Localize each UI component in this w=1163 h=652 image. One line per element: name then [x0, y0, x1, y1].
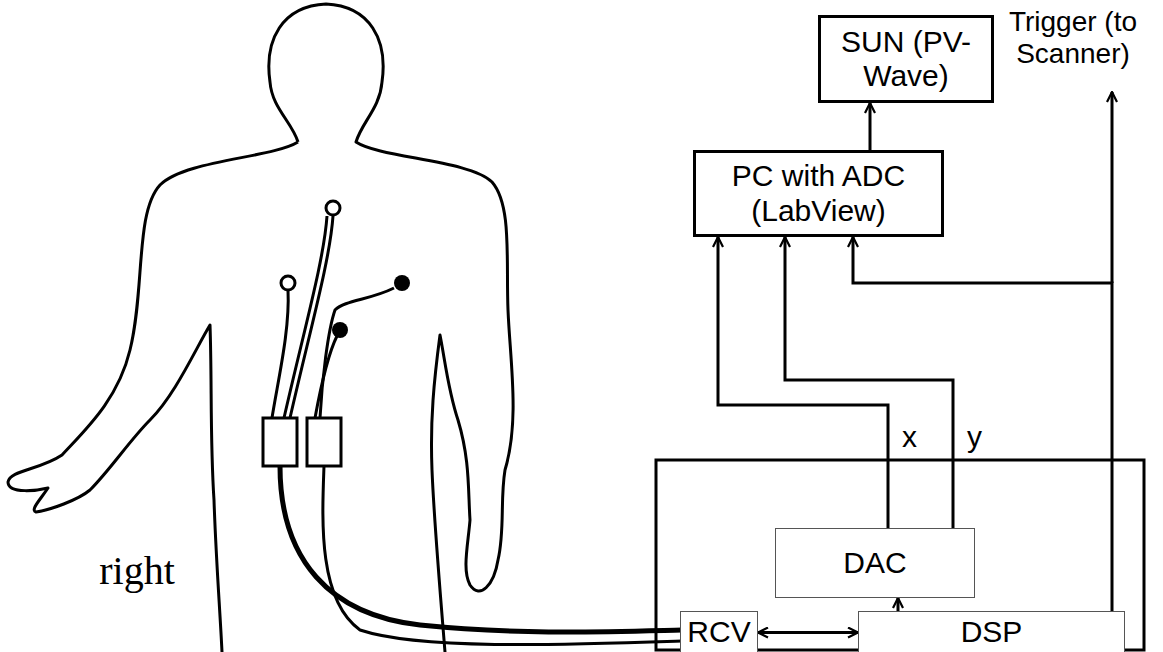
- converter-box: DAC: [775, 528, 975, 598]
- computer-box: PC with ADC (LabView): [693, 150, 944, 237]
- signal-label: y: [965, 420, 984, 455]
- electrode: [394, 275, 410, 291]
- body-outline: [8, 4, 513, 652]
- signal-arrow: [718, 237, 888, 528]
- signal-arrow: [758, 631, 858, 634]
- processor-box: DSP: [858, 611, 1125, 652]
- signal-arrow: [897, 598, 900, 611]
- signal-label: x: [900, 420, 919, 455]
- node-text: RCV: [687, 615, 750, 650]
- trigger-line: [1111, 92, 1114, 283]
- signal-arrow: [785, 237, 953, 528]
- side-label: right: [72, 548, 202, 594]
- preamp-box: [307, 418, 341, 466]
- preamp-box: [263, 418, 297, 466]
- signal-arrow: [869, 103, 872, 150]
- computer-box: SUN (PV-Wave): [818, 15, 994, 103]
- node-text: SUN (PV-Wave): [821, 25, 991, 94]
- electrode: [332, 322, 348, 338]
- cable: [323, 466, 682, 645]
- signal-label: Trigger (to Scanner): [986, 6, 1160, 70]
- electrode: [326, 201, 340, 215]
- node-text: DSP: [961, 615, 1023, 650]
- node-text: DAC: [843, 546, 906, 581]
- receiver-box: RCV: [680, 611, 758, 652]
- node-text: PC with ADC (LabView): [696, 159, 941, 228]
- electrode-wires: [272, 216, 394, 418]
- electrode: [281, 276, 295, 290]
